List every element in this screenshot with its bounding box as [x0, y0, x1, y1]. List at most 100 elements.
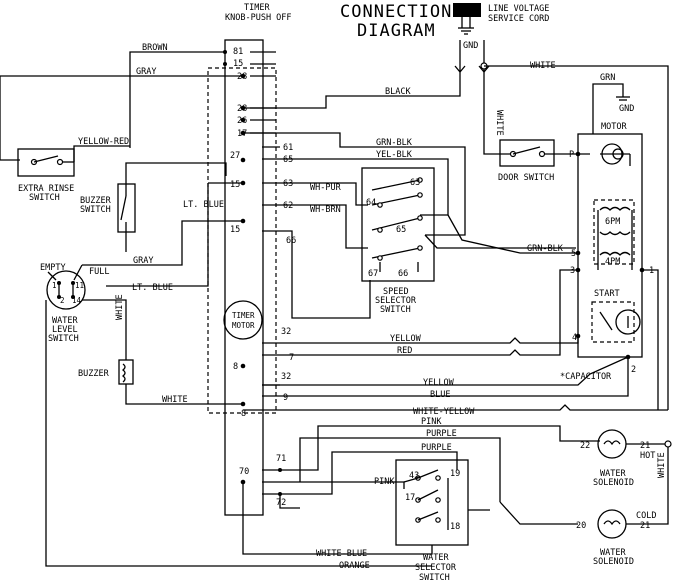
cord-label-1: LINE VOLTAGE — [488, 4, 549, 14]
cold-solenoid-label-1: WATER — [600, 548, 626, 558]
term-72: 72 — [276, 498, 286, 508]
cord-connectors — [454, 40, 490, 140]
hot-solenoid — [597, 429, 668, 459]
motor-start — [591, 301, 641, 343]
buzzer-switch-label-2: SWITCH — [80, 205, 111, 215]
white-top-wire — [484, 65, 669, 410]
ws-label-1: WATER — [423, 553, 449, 563]
title-line1: CONNECTION — [340, 2, 452, 22]
speed-t65: 65 — [396, 225, 406, 235]
level-t11: 11 — [75, 281, 84, 290]
speed-selector-switch — [361, 167, 435, 282]
water-level-switch — [46, 264, 86, 310]
term-63: 63 — [283, 179, 293, 189]
cold-t21: 21 — [640, 521, 650, 531]
orange-label: ORANGE — [339, 561, 370, 571]
pink-purple-wires — [280, 425, 600, 502]
ws-label-2: SELECTOR — [415, 563, 457, 573]
hot-solenoid-label-2: SOLENOID — [593, 478, 634, 488]
lt-blue-level-label: LT. BLUE — [132, 283, 173, 293]
purple-a-label: PURPLE — [426, 429, 457, 439]
term-9: 9 — [283, 393, 288, 403]
motor-start-label: START — [594, 289, 620, 299]
gnd-motor-label: GND — [619, 104, 634, 114]
door-switch — [483, 139, 590, 167]
term-62: 62 — [283, 201, 293, 211]
gray-top-label: GRAY — [136, 67, 156, 77]
level-t1: 1 — [52, 281, 57, 290]
term-8a: 8 — [233, 362, 238, 372]
level-empty-label: EMPTY — [40, 263, 66, 273]
term-70: 70 — [239, 467, 249, 477]
wh-brn-label: WH-BRN — [310, 205, 341, 215]
lt-blue-timer-wire — [106, 182, 243, 287]
buzzer-switch-label-1: BUZZER — [80, 196, 112, 206]
speed-t64: 64 — [366, 198, 376, 208]
blue-label: BLUE — [430, 390, 450, 400]
motor-t5: 5 — [571, 249, 576, 259]
yellow-red-blue-wires — [243, 269, 668, 411]
purple-b-label: PURPLE — [421, 443, 452, 453]
cord-gnd-label: GND — [463, 41, 478, 51]
term-15c: 15 — [230, 225, 240, 235]
red-label: RED — [397, 346, 412, 356]
motor-t1: 1 — [649, 266, 654, 276]
level-label-3: SWITCH — [48, 334, 79, 344]
extra-rinse-label-2: SWITCH — [29, 193, 60, 203]
speed-t67: 67 — [368, 269, 378, 279]
motor-protector — [600, 143, 631, 166]
title-line2: DIAGRAM — [357, 21, 436, 41]
door-switch-label: DOOR SWITCH — [498, 173, 554, 183]
term-15b: 15 — [230, 180, 240, 190]
ws-t19: 19 — [450, 469, 460, 479]
buzzer-switch — [117, 162, 227, 240]
white-vert-label: WHITE — [115, 294, 125, 320]
yellow-red-label: YELLOW-RED — [78, 137, 129, 147]
white-right-label: WHITE — [657, 452, 667, 478]
hot-solenoid-label-1: WATER — [600, 469, 626, 479]
cold-solenoid-label-2: SOLENOID — [593, 557, 634, 567]
power-cord-plug — [453, 3, 481, 35]
grn-blk-motor-label: GRN-BLK — [527, 244, 564, 254]
motor-t2: 2 — [631, 365, 636, 375]
motor-outline — [577, 133, 643, 358]
term-8b: 8 — [241, 409, 246, 419]
brown-label: BROWN — [142, 43, 168, 53]
grn-blk-motor-wire — [447, 214, 578, 254]
buzzer — [118, 359, 134, 385]
hot-t21: 21 — [640, 441, 650, 451]
ws-t17: 17 — [405, 493, 415, 503]
term-15a: 15 — [233, 59, 243, 69]
pink-label: PINK — [421, 417, 442, 427]
hot-t22: 22 — [580, 441, 590, 451]
wire-66 — [280, 230, 576, 319]
timer-outline — [224, 39, 264, 516]
left-white-wire — [45, 299, 432, 567]
black-label: BLACK — [385, 87, 411, 97]
yel-blk-label: YEL-BLK — [376, 150, 413, 160]
speed-label-1: SPEED — [383, 287, 409, 297]
motor-t3: 3 — [570, 266, 575, 276]
term-71: 71 — [276, 454, 286, 464]
motor-label: MOTOR — [601, 122, 627, 132]
speed-t66: 66 — [398, 269, 408, 279]
buzzer-label: BUZZER — [78, 369, 110, 379]
white-top-label: WHITE — [530, 61, 556, 71]
ws-t18: 18 — [450, 522, 460, 532]
wh-brn-wire — [280, 204, 368, 249]
term-65: 65 — [283, 155, 293, 165]
motor-4pm: 4PM — [605, 257, 620, 267]
gray-level-label: GRAY — [133, 256, 153, 266]
speed-label-2: SELECTOR — [375, 296, 417, 306]
level-label-1: WATER — [52, 316, 78, 326]
grn-label: GRN — [600, 73, 615, 83]
yellow-a-label: YELLOW — [390, 334, 422, 344]
timer-label-2: KNOB-PUSH OFF — [225, 13, 292, 23]
white-bottom-label: WHITE — [162, 395, 188, 405]
motor-terminal-dots — [575, 151, 645, 360]
cord-label-2: SERVICE CORD — [488, 14, 549, 24]
speed-t63: 63 — [410, 178, 420, 188]
white-blue-label: WHITE-BLUE — [316, 549, 367, 559]
black-wire — [243, 92, 461, 109]
